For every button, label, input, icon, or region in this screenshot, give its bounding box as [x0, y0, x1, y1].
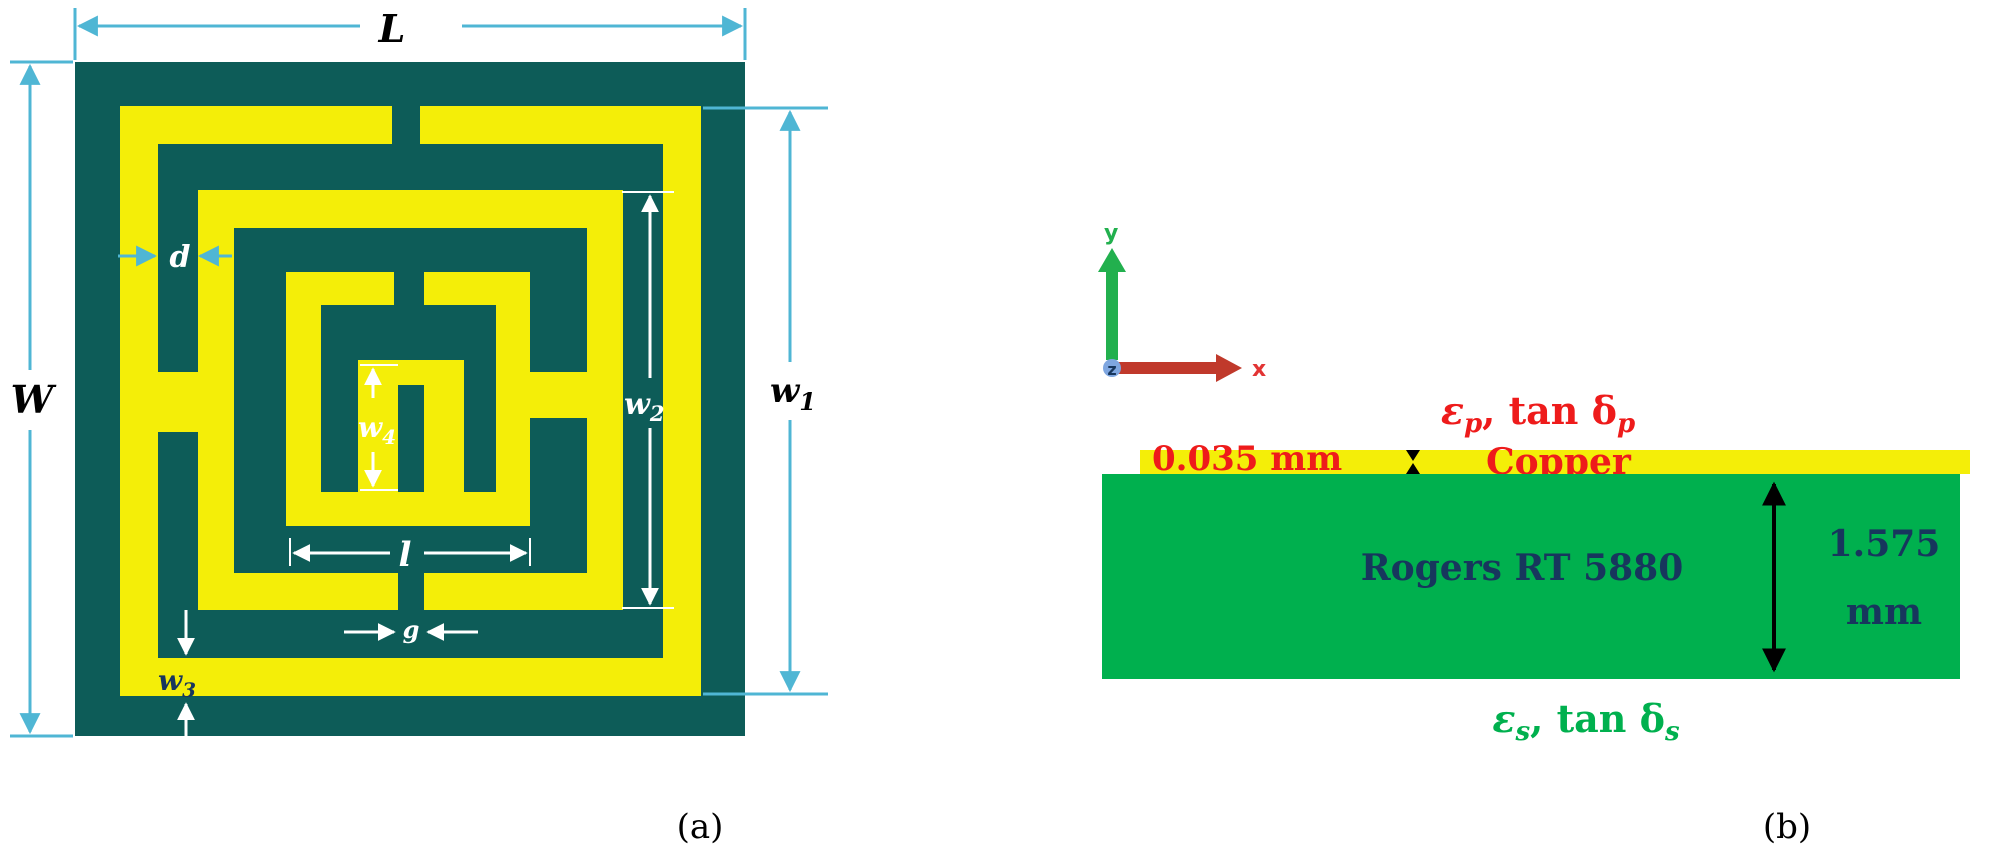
dim-w4-base: w: [358, 411, 383, 444]
dim-w2-sub: 2: [649, 401, 665, 426]
svg-text:w1: w1: [770, 371, 816, 416]
ring-third: [286, 272, 587, 526]
ring-second: [158, 190, 623, 610]
dim-w1-base: w: [770, 371, 801, 411]
axis-x-label: x: [1252, 357, 1266, 382]
axis-y-shaft: [1106, 270, 1118, 360]
patch-properties: εp, tan δp: [1441, 388, 1635, 439]
axis-z-label: z: [1107, 360, 1116, 379]
dim-w1: w1: [703, 106, 828, 696]
sub-eps-symbol: ε: [1492, 696, 1515, 741]
panel-b-cross-section: y x z εp, tan δp 0.035 mm Copper Rogers …: [1098, 221, 1970, 847]
dim-w4: w4: [358, 364, 398, 491]
dim-w3-base: w: [158, 664, 183, 697]
dim-d-label: d: [170, 240, 191, 275]
dim-l: l: [289, 535, 531, 575]
dim-w2-base: w: [624, 387, 651, 422]
substrate-layer: [1102, 474, 1960, 679]
patch-tan-sub: p: [1617, 409, 1635, 439]
ring-outer: [120, 106, 701, 696]
dim-w2: w2: [622, 191, 674, 609]
axis-x-arrowhead: [1216, 354, 1242, 382]
substrate-label: Rogers RT 5880: [1361, 547, 1684, 589]
dim-w1-sub: 1: [799, 387, 816, 416]
substrate-thickness-value: 1.575: [1828, 523, 1941, 565]
panel-a-unit-cell: L W w1 w2: [10, 6, 828, 847]
dim-L-label: L: [378, 6, 406, 51]
dim-L: L: [73, 6, 747, 60]
dim-w3-sub: 3: [182, 678, 196, 702]
axis-x-shaft: [1118, 362, 1218, 374]
patch-eps-sub: p: [1464, 409, 1482, 439]
dim-W-label: W: [11, 377, 57, 422]
axis-y-arrowhead: [1098, 248, 1126, 272]
dim-g: g: [344, 615, 478, 644]
dim-d: d: [118, 240, 232, 275]
axis-y-label: y: [1104, 221, 1118, 246]
patch-eps-symbol: ε: [1441, 388, 1464, 433]
caption-a: (a): [677, 807, 724, 847]
sub-eps-sub: s: [1514, 717, 1530, 747]
sub-tan-sub: s: [1664, 717, 1680, 747]
caption-b: (b): [1763, 807, 1811, 847]
sub-tan: , tan δ: [1530, 696, 1665, 741]
axis-triad: y x z: [1098, 221, 1266, 382]
substrate-thickness-unit: mm: [1846, 591, 1922, 633]
svg-text:w3: w3: [158, 664, 196, 702]
patch-tan: , tan δ: [1482, 388, 1617, 433]
dim-g-label: g: [403, 615, 420, 644]
copper-thickness-label: 0.035 mm: [1152, 439, 1342, 479]
svg-text:w4: w4: [358, 411, 396, 449]
dim-w4-sub: 4: [382, 425, 396, 449]
svg-text:w2: w2: [624, 387, 664, 426]
dim-l-label: l: [399, 535, 412, 575]
dim-W: W: [10, 60, 73, 738]
substrate-properties: εs, tan δs: [1492, 696, 1680, 747]
copper-thickness-arrow: [1406, 450, 1420, 474]
copper-layer: [1140, 450, 1970, 474]
axis-z-marker: [1103, 359, 1121, 377]
dim-w3: w3: [158, 610, 196, 736]
